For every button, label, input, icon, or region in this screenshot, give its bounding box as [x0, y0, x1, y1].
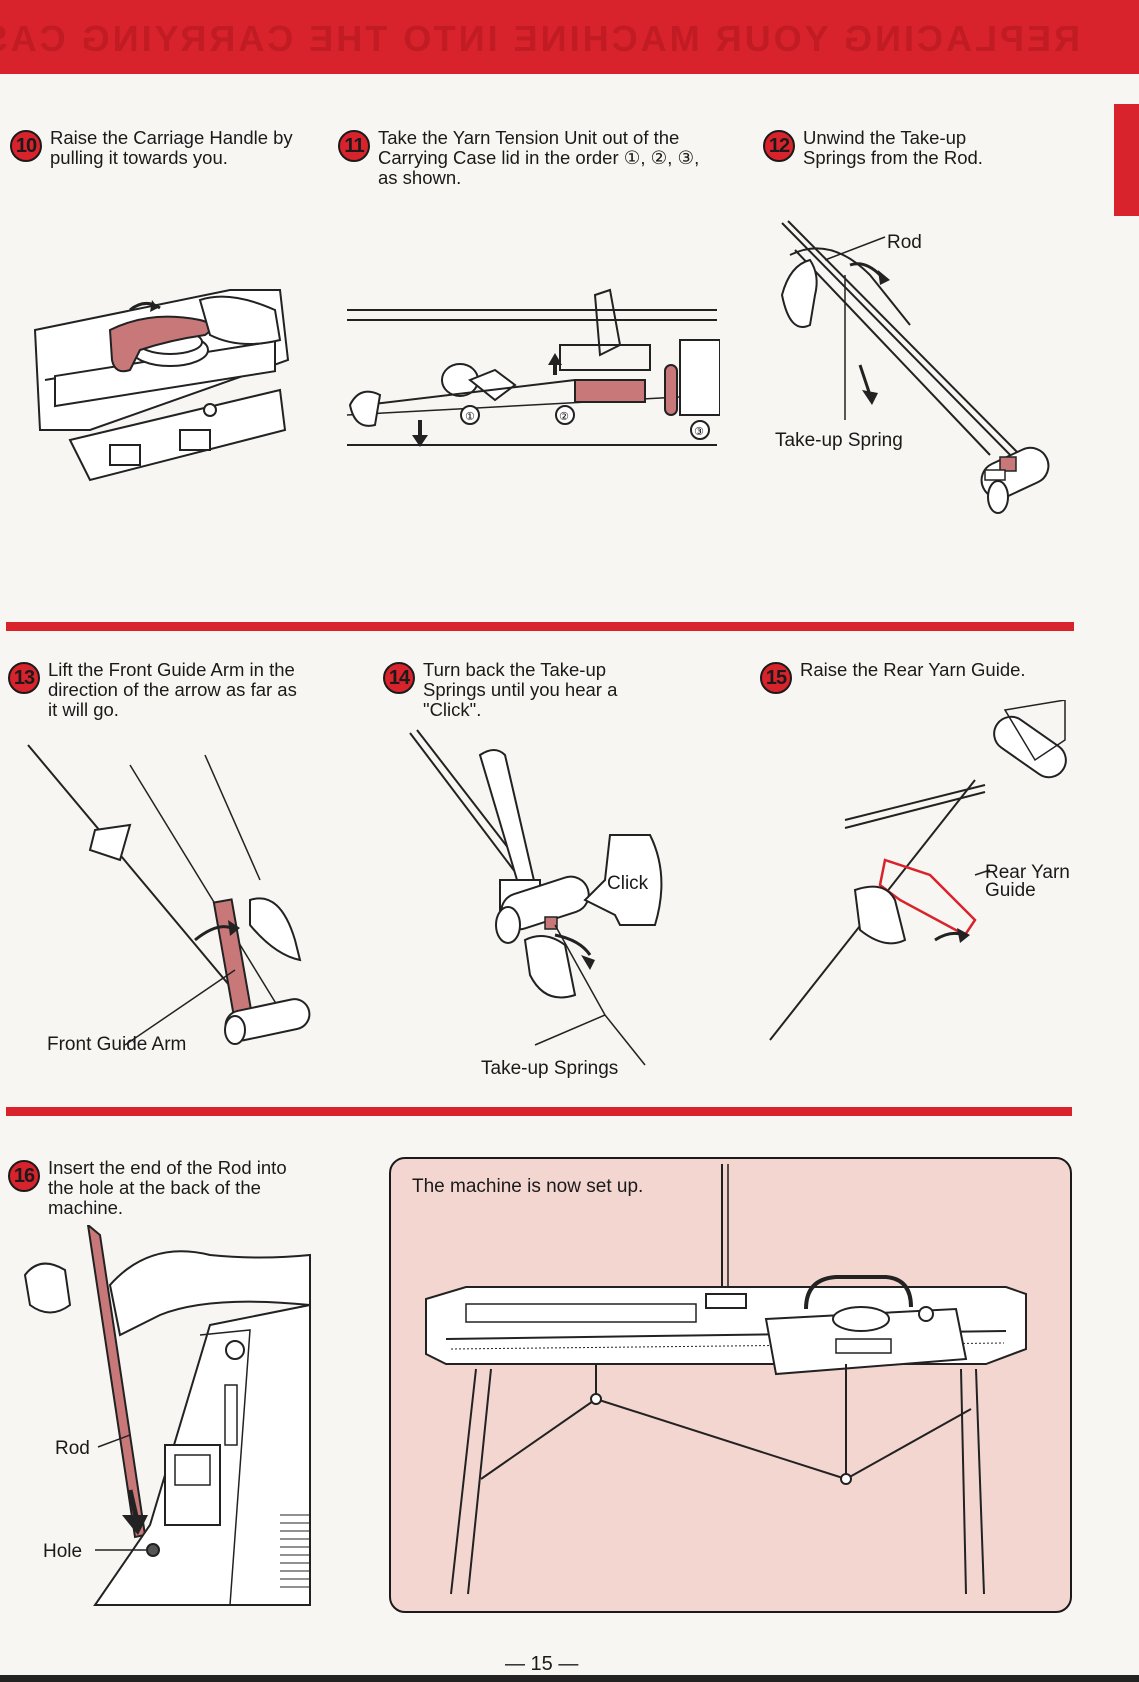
page-number: — 15 —	[505, 1653, 579, 1675]
take-up-springs-label: Take-up Springs	[481, 1058, 619, 1079]
order-3-label: ③	[694, 425, 704, 438]
step-number: 13	[8, 662, 40, 694]
banner-title: REPLACING YOUR MACHINE INTO THE CARRYING…	[0, 18, 1080, 59]
setup-complete-text: The machine is now set up.	[412, 1176, 644, 1197]
top-banner: REPLACING YOUR MACHINE INTO THE CARRYING…	[0, 0, 1139, 74]
step-text: Turn back the Take-up Springs until you …	[423, 659, 618, 720]
rear-yarn-guide-label-line1: Rear Yarn	[985, 862, 1070, 883]
insert-rod-illustration	[23, 1225, 311, 1606]
front-guide-arm-label: Front Guide Arm	[47, 1034, 187, 1055]
step-text: Raise the Carriage Handle by pulling it …	[50, 127, 293, 168]
rear-yarn-guide-label: Rear Yarn Guide	[985, 862, 1070, 901]
turn-springs-illustration	[409, 729, 663, 1066]
click-label: Click	[607, 873, 649, 894]
divider-rule	[6, 622, 1074, 631]
rear-yarn-guide-label-line2: Guide	[985, 880, 1036, 901]
hole-label: Hole	[43, 1541, 83, 1562]
rear-yarn-guide-illustration	[769, 700, 1067, 1041]
take-up-springs-illustration	[780, 220, 1050, 514]
divider-rule	[6, 1107, 1072, 1116]
side-tab	[1114, 104, 1139, 216]
front-guide-arm-illustration	[27, 744, 311, 1046]
carriage-handle-illustration	[33, 289, 290, 482]
setup-complete-panel: The machine is now set up.	[389, 1157, 1072, 1613]
bottom-bar	[0, 1675, 1139, 1682]
step-number: 14	[383, 662, 415, 694]
step-text: Unwind the Take-up Springs from the Rod.	[803, 127, 983, 168]
step-number: 10	[10, 130, 42, 162]
order-2-label: ②	[559, 410, 569, 423]
step-number: 15	[760, 662, 792, 694]
rod-16-label: Rod	[55, 1438, 90, 1459]
step-text: Raise the Rear Yarn Guide.	[800, 659, 1026, 680]
step-number: 12	[763, 130, 795, 162]
yarn-tension-unit-illustration: ① ② ③	[346, 288, 720, 447]
rod-label: Rod	[887, 232, 922, 253]
order-1-label: ①	[465, 410, 475, 423]
step-text: Lift the Front Guide Arm in the directio…	[48, 659, 297, 720]
take-up-spring-label: Take-up Spring	[775, 430, 903, 451]
step-text: Take the Yarn Tension Unit out of the Ca…	[378, 127, 700, 188]
step-text: Insert the end of the Rod into the hole …	[48, 1157, 287, 1218]
knitting-machine-illustration	[425, 1164, 1027, 1595]
step-number: 11	[338, 130, 370, 162]
step-number: 16	[8, 1160, 40, 1192]
